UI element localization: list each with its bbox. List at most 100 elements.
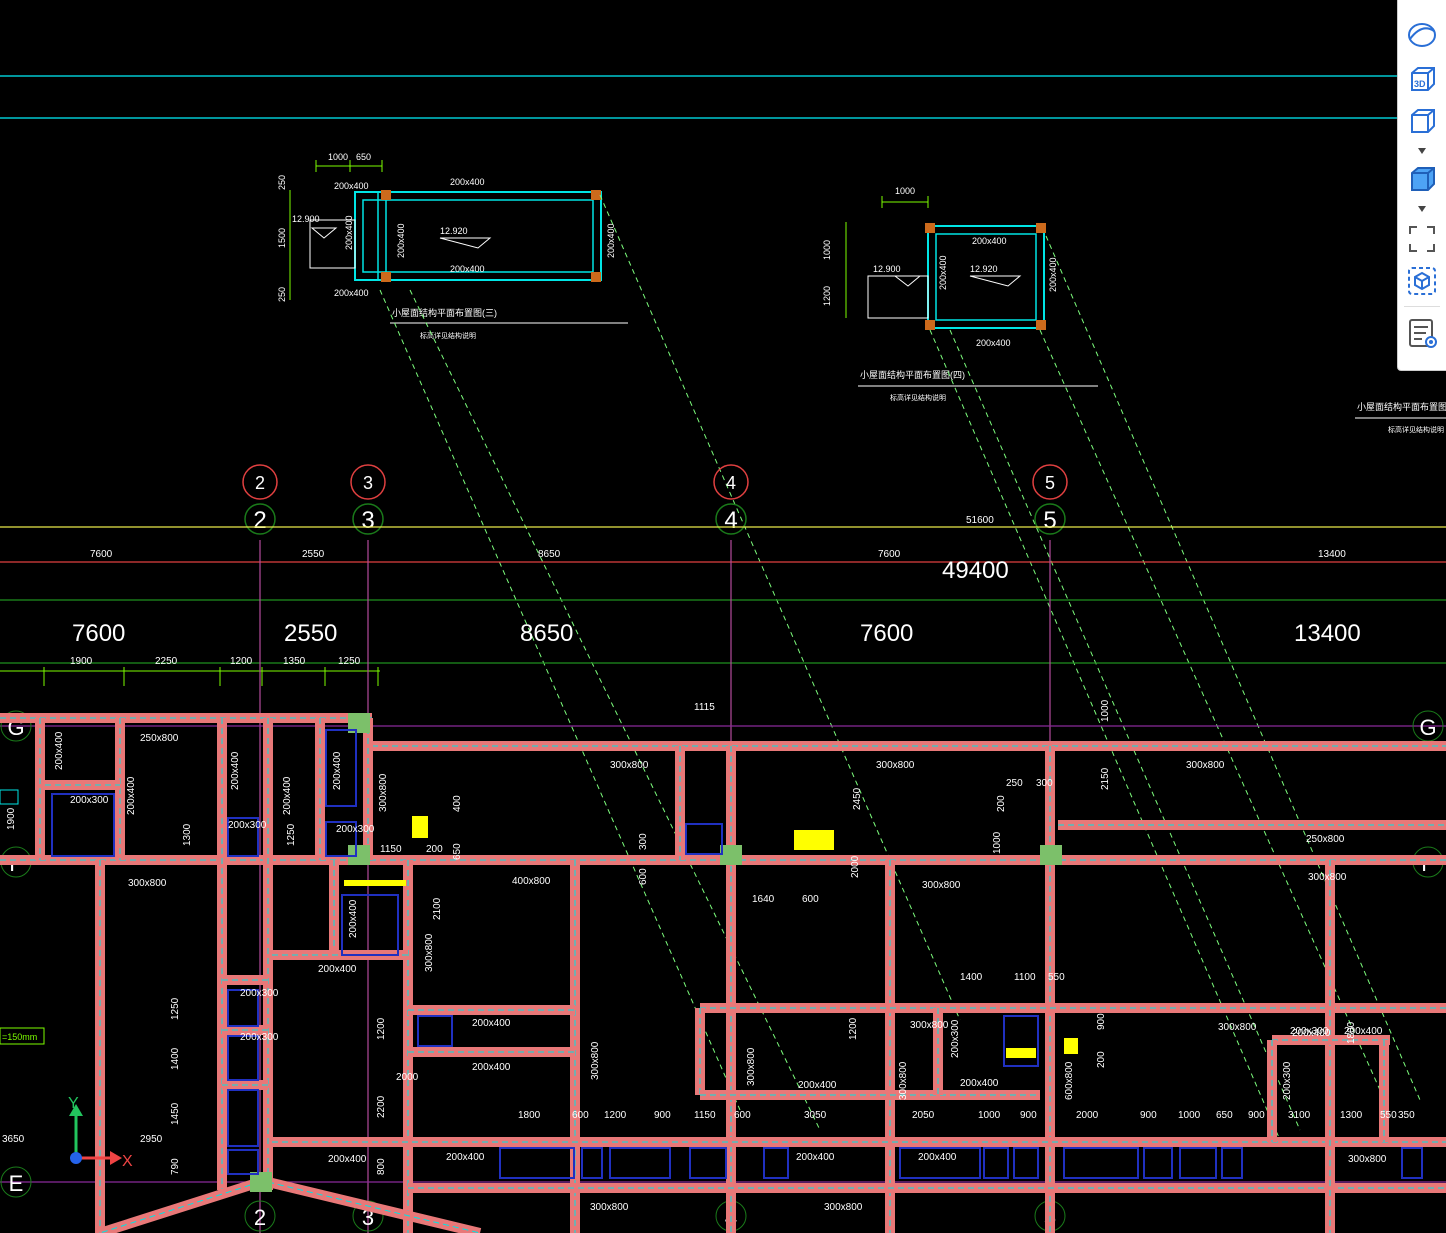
beam-label: 200x300	[240, 988, 279, 999]
view-cube-icon[interactable]	[1405, 104, 1439, 138]
dim-text: 1800	[518, 1110, 541, 1121]
beam-label: 200x400	[334, 288, 369, 298]
fullscreen-icon[interactable]	[1405, 222, 1439, 256]
beam-label: 200x400	[54, 731, 65, 770]
dim-text: 1640	[752, 894, 775, 905]
beam-label: 200x300	[240, 1032, 279, 1043]
opening	[499, 1147, 575, 1179]
dim-text: 1000	[978, 1110, 1001, 1121]
beam-walls[interactable]	[0, 713, 1446, 1233]
beam-label: 200x400	[1048, 257, 1058, 292]
beam-label: 300x800	[424, 933, 435, 972]
column[interactable]	[348, 713, 370, 733]
opening	[899, 1147, 981, 1179]
axis-label: E	[9, 1171, 24, 1196]
beam-wall-edge	[267, 1181, 481, 1233]
caret-down-icon[interactable]	[1416, 146, 1428, 156]
dim-text: 600	[802, 894, 819, 905]
detail-plan-far[interactable]: 小屋面结构平面布置图(五) 标高详见结构说明	[1355, 401, 1446, 434]
detail-caption: 小屋面结构平面布置图(五)	[1357, 401, 1446, 412]
toolbar-separator	[1404, 306, 1440, 307]
marker	[344, 880, 406, 886]
column[interactable]	[720, 845, 742, 865]
dim-text: 900	[1020, 1110, 1037, 1121]
component-icon[interactable]	[1405, 264, 1439, 298]
dim-text: 250	[277, 175, 287, 190]
opening	[325, 821, 357, 857]
dim-text: 1400	[170, 1047, 181, 1070]
detail-plan-left[interactable]: 1000 650 250 1500 250 200x400 200x400 20…	[277, 152, 628, 340]
dim-text: 900	[1248, 1110, 1265, 1121]
beam-label: 300x800	[1348, 1154, 1387, 1165]
beam-label: 300x800	[610, 760, 649, 771]
shaded-cube-icon[interactable]	[1405, 162, 1439, 196]
beam-label: 300x800	[378, 773, 389, 812]
overall-dimension: 49400	[942, 557, 1009, 584]
detail-plan-right[interactable]: 1000 1000 1200 200x400 200x400 200x400 2…	[822, 186, 1098, 402]
dimension-row-small: 7600 2550 8650 7600 13400	[90, 549, 1346, 560]
dim-text: 1000	[1100, 699, 1111, 722]
opening	[1221, 1147, 1243, 1179]
dim-text: 1200	[848, 1017, 859, 1040]
3d-view-icon[interactable]: 3D	[1405, 62, 1439, 96]
beam-label: 300x800	[1218, 1022, 1257, 1033]
dim-text: 250	[1006, 778, 1023, 789]
property-list-icon[interactable]	[1405, 316, 1439, 350]
detail-caption: 小屋面结构平面布置图(四)	[860, 369, 965, 380]
beam-label: 200x400	[472, 1062, 511, 1073]
detail-subcaption: 标高详见结构说明	[420, 331, 476, 340]
dim-text: 1250	[286, 823, 297, 846]
dim-text: 200	[1096, 1051, 1107, 1068]
3d-label: 3D	[1414, 79, 1426, 89]
dim-text: 13400	[1318, 549, 1346, 560]
dim-text: 7600	[72, 620, 125, 647]
dim-text: 1200	[604, 1110, 627, 1121]
beam-label: 200x400	[282, 776, 293, 815]
axis-label: 4	[726, 473, 736, 493]
beam-label: 200x400	[472, 1018, 511, 1029]
opening	[685, 823, 723, 855]
marker	[1006, 1048, 1036, 1058]
axis-label: 4	[724, 507, 737, 534]
beam-label: 200x400	[796, 1152, 835, 1163]
dim-text: 2100	[432, 897, 443, 920]
beam-label: 300x800	[746, 1047, 757, 1086]
column[interactable]	[250, 1172, 272, 1192]
beam-label: 250x800	[1306, 834, 1345, 845]
beam-label: 200x400	[1344, 1026, 1383, 1037]
dim-text: 2000	[1076, 1110, 1099, 1121]
ucs-x-label: X	[122, 1153, 133, 1170]
column[interactable]	[348, 845, 370, 865]
dimension-row-sub: 1900 2250 1200 1350 1250	[70, 656, 361, 667]
caret-down-icon[interactable]	[1416, 204, 1428, 214]
dim-text: 1300	[1340, 1110, 1363, 1121]
marker	[1064, 1038, 1078, 1054]
dim-text: 2950	[140, 1134, 163, 1145]
elevation-label: 12.920	[970, 264, 998, 274]
beam-label: 200x400	[450, 177, 485, 187]
beam-label: 300x800	[590, 1041, 601, 1080]
dim-text: 1250	[170, 997, 181, 1020]
dim-text: 1200	[230, 656, 253, 667]
orbit-icon[interactable]	[1405, 18, 1439, 52]
beam-label: 200x400	[396, 223, 406, 258]
dim-text: 800	[376, 1158, 387, 1175]
dim-text: 650	[452, 843, 463, 860]
beam-label: 300x800	[898, 1061, 909, 1100]
beam-label: 300x800	[876, 760, 915, 771]
dim-text: 3100	[1288, 1110, 1311, 1121]
overall-dimension: 51600	[966, 515, 994, 526]
axis-label: 3	[363, 473, 373, 493]
dim-text: 900	[1140, 1110, 1157, 1121]
elevation-label: 12.900	[873, 264, 901, 274]
opening	[417, 1015, 453, 1047]
axis-label: 3	[361, 507, 374, 534]
dim-text: 2250	[155, 656, 178, 667]
dim-text: 650	[356, 152, 371, 162]
thickness-tag: =150mm	[2, 1032, 37, 1042]
dim-text: 1100	[1014, 972, 1036, 983]
column[interactable]	[1040, 845, 1062, 865]
opening	[1401, 1147, 1423, 1179]
detail-caption: 小屋面结构平面布置图(三)	[392, 307, 497, 318]
